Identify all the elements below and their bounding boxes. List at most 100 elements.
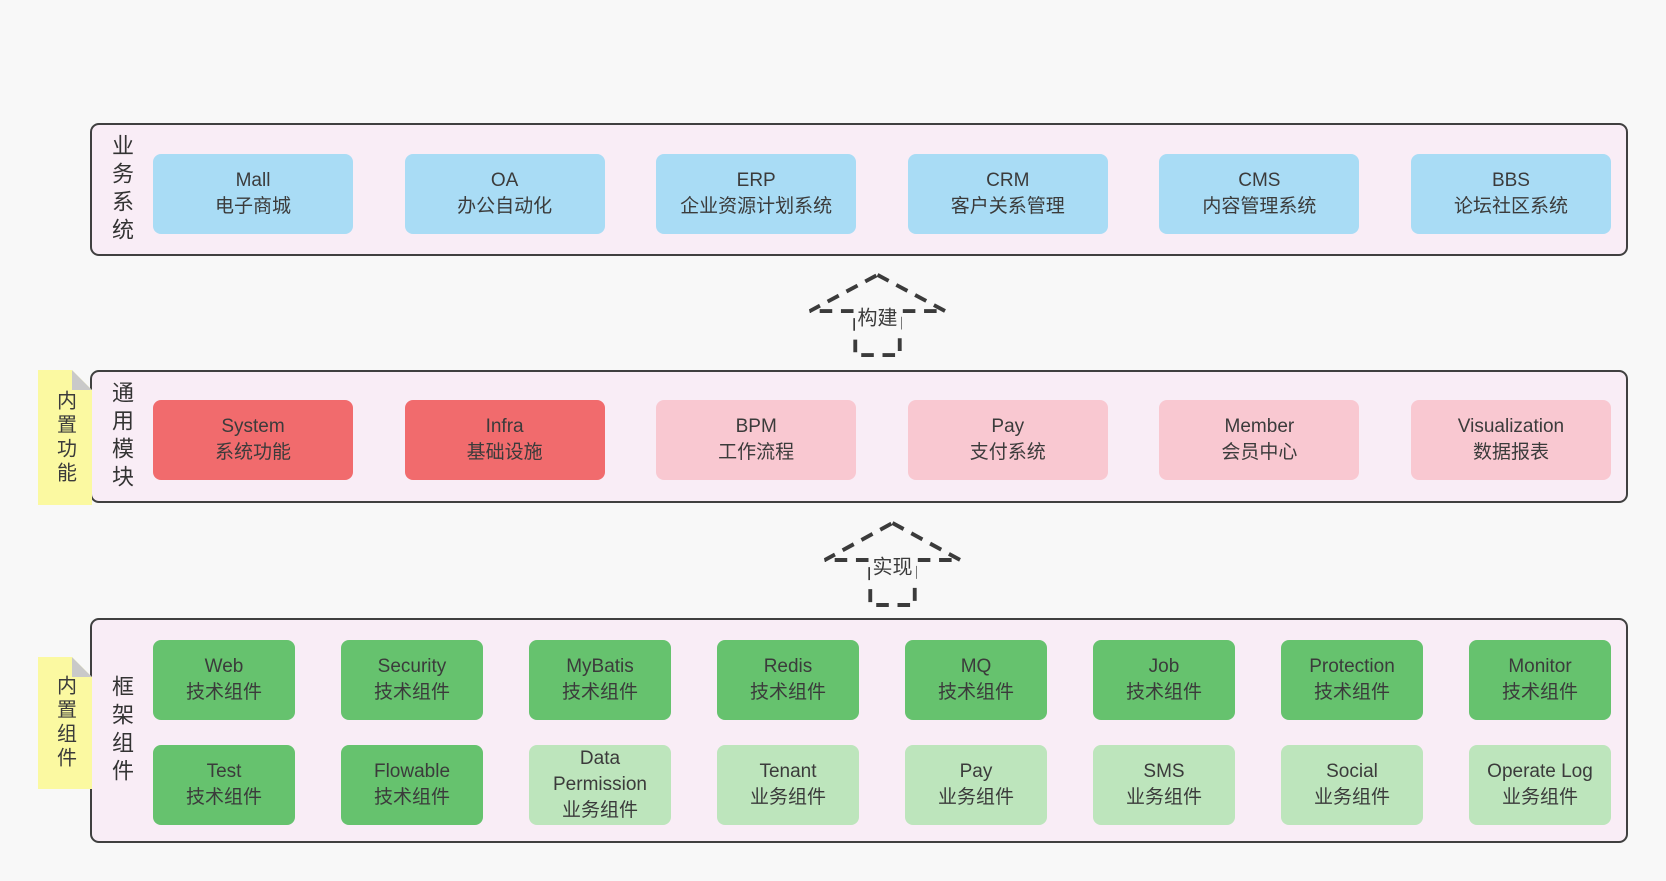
module-box-protection: Protection 技术组件 [1281,640,1423,720]
module-box-member: Member 会员中心 [1159,400,1360,480]
sticky-note-label: 内置功能 [53,389,76,486]
module-box-oa: OA 办公自动化 [404,154,605,234]
module-title: ERP [736,170,776,191]
arrow-implement: 实现 [820,518,965,608]
module-subtitle: 技术组件 [185,787,262,808]
band-framework-components-label: 框架组件 [109,674,134,787]
module-title: Pay [991,416,1025,437]
module-box-test: Test 技术组件 [153,745,295,825]
module-box-visualization: Visualization 数据报表 [1410,400,1611,480]
module-subtitle: 电子商城 [214,196,291,217]
module-box-mall: Mall 电子商城 [153,154,353,234]
module-box-job: Job 技术组件 [1093,640,1235,720]
module-title: OA [490,170,519,191]
module-title: Protection [1309,656,1395,677]
folded-corner-icon [72,657,92,677]
module-box-monitor: Monitor 技术组件 [1469,640,1611,720]
module-title: MyBatis [566,656,634,677]
band-business-systems-label: 业务系统 [109,133,134,246]
module-subtitle: 技术组件 [561,682,638,703]
module-subtitle: 技术组件 [373,787,450,808]
module-subtitle: 业务组件 [749,787,826,808]
band-framework-components: 框架组件 Web 技术组件 Security 技术组件 MyBatis 技术组件 Redis… [90,618,1628,843]
module-title: Monitor [1508,656,1572,677]
module-title: BBS [1491,170,1530,191]
folded-corner-icon [72,370,92,390]
arrow-build-label: 构建 [854,300,901,332]
module-title: SMS [1143,761,1185,782]
module-title: BPM [735,416,777,437]
module-title: Security [377,656,447,677]
module-subtitle: 数据报表 [1472,442,1549,463]
band-common-modules-label: 通用模块 [109,380,134,493]
module-subtitle: 客户关系管理 [950,196,1065,217]
module-box-pay: Pay 支付系统 [907,400,1108,480]
module-title: Member [1224,416,1295,437]
module-box-sms: SMS 业务组件 [1093,745,1235,825]
module-title: Data Permission [553,748,647,795]
module-box-crm: CRM 客户关系管理 [907,154,1108,234]
module-subtitle: 业务组件 [561,800,638,821]
module-subtitle: 业务组件 [1313,787,1390,808]
module-title: Tenant [759,761,817,782]
module-title: Web [204,656,244,677]
sticky-note-builtin-features: 内置功能 [38,370,92,505]
arrow-implement-label: 实现 [869,549,916,581]
module-title: MQ [960,656,992,677]
module-subtitle: 技术组件 [185,682,262,703]
module-subtitle: 技术组件 [1313,682,1390,703]
module-box-social: Social 业务组件 [1281,745,1423,825]
module-subtitle: 会员中心 [1221,442,1298,463]
module-title: CMS [1238,170,1281,191]
module-subtitle: 技术组件 [937,682,1014,703]
module-title: Job [1148,656,1180,677]
module-box-bpm: BPM 工作流程 [656,400,857,480]
module-box-flowable: Flowable 技术组件 [341,745,483,825]
module-title: Mall [235,170,271,191]
module-box-mq: MQ 技术组件 [905,640,1047,720]
module-title: Pay [959,761,993,782]
module-box-pay: Pay 业务组件 [905,745,1047,825]
sticky-note-builtin-components: 内置组件 [38,657,92,789]
module-title: Test [206,761,242,782]
module-title: CRM [986,170,1030,191]
sticky-note-label: 内置组件 [53,675,76,771]
module-subtitle: 技术组件 [373,682,450,703]
module-title: Visualization [1457,416,1565,437]
module-subtitle: 内容管理系统 [1202,196,1317,217]
module-title: Operate Log [1487,761,1593,782]
module-subtitle: 业务组件 [1125,787,1202,808]
arrow-build: 构建 [805,270,950,358]
module-subtitle: 办公自动化 [457,196,553,217]
module-title: Redis [763,656,813,677]
module-box-data-permission: Data Permission 业务组件 [529,745,671,825]
module-subtitle: 工作流程 [718,442,795,463]
module-title: Flowable [373,761,451,782]
module-subtitle: 技术组件 [1125,682,1202,703]
module-subtitle: 业务组件 [937,787,1014,808]
module-title: Social [1326,761,1378,782]
module-subtitle: 技术组件 [1501,682,1578,703]
module-box-web: Web 技术组件 [153,640,295,720]
module-box-security: Security 技术组件 [341,640,483,720]
module-box-system: System 系统功能 [153,400,353,480]
module-box-mybatis: MyBatis 技术组件 [529,640,671,720]
module-box-cms: CMS 内容管理系统 [1159,154,1360,234]
module-box-tenant: Tenant 业务组件 [717,745,859,825]
module-subtitle: 基础设施 [466,442,543,463]
module-subtitle: 系统功能 [214,442,291,463]
module-subtitle: 支付系统 [969,442,1046,463]
module-title: System [221,416,285,437]
module-subtitle: 业务组件 [1501,787,1578,808]
